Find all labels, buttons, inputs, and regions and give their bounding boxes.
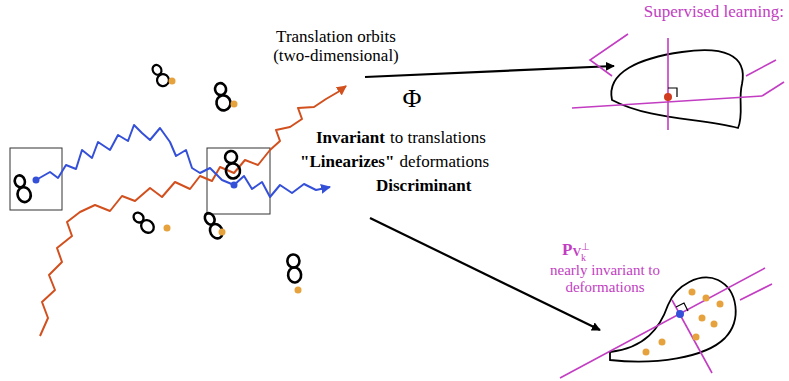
map-symbol: Φ (402, 84, 421, 113)
orbit-path (36, 125, 330, 197)
digit-glyph (149, 62, 171, 88)
right-angle-mark (676, 303, 688, 311)
position-dot (164, 225, 171, 232)
position-dot (231, 101, 238, 108)
tangent-plane (740, 284, 772, 300)
position-dot (664, 93, 672, 101)
normal-line (667, 38, 669, 130)
digit-glyph (12, 174, 33, 204)
position-dot (231, 182, 238, 189)
property-label: "Linearizes" (300, 152, 394, 171)
position-dot (33, 177, 40, 184)
orbit-caption: Translation orbits (two-dimensional) (261, 27, 411, 65)
position-dot (717, 301, 724, 308)
digit-glyph (286, 254, 301, 283)
tangent-plane (762, 82, 784, 96)
position-dot (219, 229, 226, 236)
manifold (611, 50, 743, 128)
position-dot (169, 78, 176, 85)
frame (10, 148, 62, 210)
property-label: Invariant (316, 128, 385, 147)
digit-stroke (207, 222, 225, 241)
digit-stroke (224, 150, 238, 164)
property-label: to translations (390, 128, 486, 147)
digit-stroke (287, 254, 300, 268)
digit-stroke (287, 267, 301, 283)
tangent-plane (590, 34, 628, 76)
orbit-path (40, 86, 346, 336)
mapping-arrow (365, 66, 614, 77)
position-dot (676, 310, 684, 318)
position-dot (703, 295, 710, 302)
position-dot (699, 315, 706, 322)
section-heading: Supervised learning: (644, 2, 784, 21)
projection-note: nearly invariant to deformations (549, 262, 661, 296)
projection-superscript: ⊥ (581, 241, 590, 252)
position-dot (659, 339, 666, 346)
digit-stroke (139, 218, 157, 236)
projection-subscript: V (572, 246, 581, 259)
digit-stroke (215, 94, 232, 112)
position-dot (711, 321, 718, 328)
digit-stroke (225, 163, 241, 180)
normal-line (672, 300, 712, 373)
digit-glyph (131, 210, 157, 236)
projection-symbol: P (562, 240, 572, 259)
digit-glyph (212, 82, 231, 112)
position-dot (689, 289, 696, 296)
property-label: deformations (399, 152, 489, 171)
digit-glyph (223, 150, 241, 179)
digit-stroke (214, 82, 227, 96)
position-dot (295, 287, 302, 294)
digit-glyph (202, 211, 226, 241)
property-label: Discriminant (376, 176, 471, 195)
position-dot (643, 349, 650, 356)
tangent-plane (746, 60, 776, 76)
projection-subscript: k (581, 252, 586, 263)
position-dot (693, 334, 700, 341)
digit-stroke (16, 186, 33, 204)
